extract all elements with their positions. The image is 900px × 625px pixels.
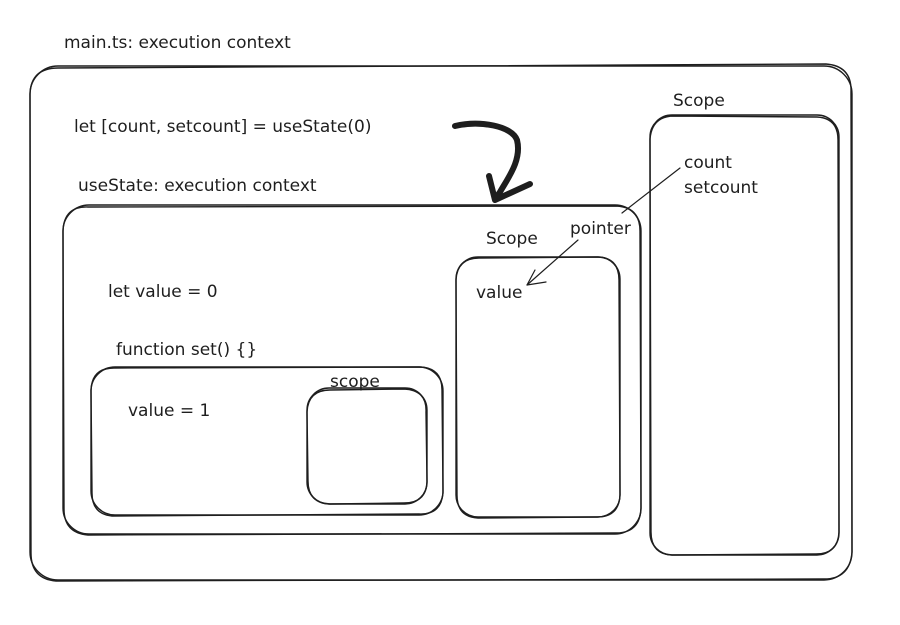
reference-line: [621, 167, 681, 214]
set-scope-title: scope: [330, 372, 380, 392]
usestate-scope-value: value: [476, 283, 522, 303]
main-scope-setcount: setcount: [684, 178, 758, 198]
usestate-context-title: useState: execution context: [78, 176, 317, 196]
value-assignment: value = 1: [128, 401, 210, 421]
call-arrow-head: [486, 173, 533, 203]
main-scope-title: Scope: [673, 91, 725, 111]
set-function-box: [90, 366, 444, 517]
main-scope-box: [649, 114, 840, 556]
usestate-scope-title: Scope: [486, 229, 538, 249]
main-context-title: main.ts: execution context: [64, 33, 291, 53]
value-declaration: let value = 0: [108, 282, 218, 302]
pointer-arrow-head: [526, 269, 547, 286]
pointer-arrow: [526, 239, 579, 286]
set-scope-box: [306, 387, 428, 505]
destructure-statement: let [count, setcount] = useState(0): [74, 117, 371, 137]
function-declaration: function set() {}: [116, 340, 257, 360]
usestate-context-box: [62, 204, 642, 536]
main-scope-count: count: [684, 153, 732, 173]
usestate-scope-box: [455, 256, 621, 519]
call-arrow: [452, 120, 522, 202]
pointer-label: pointer: [570, 219, 631, 239]
main-context-box: [29, 63, 853, 582]
